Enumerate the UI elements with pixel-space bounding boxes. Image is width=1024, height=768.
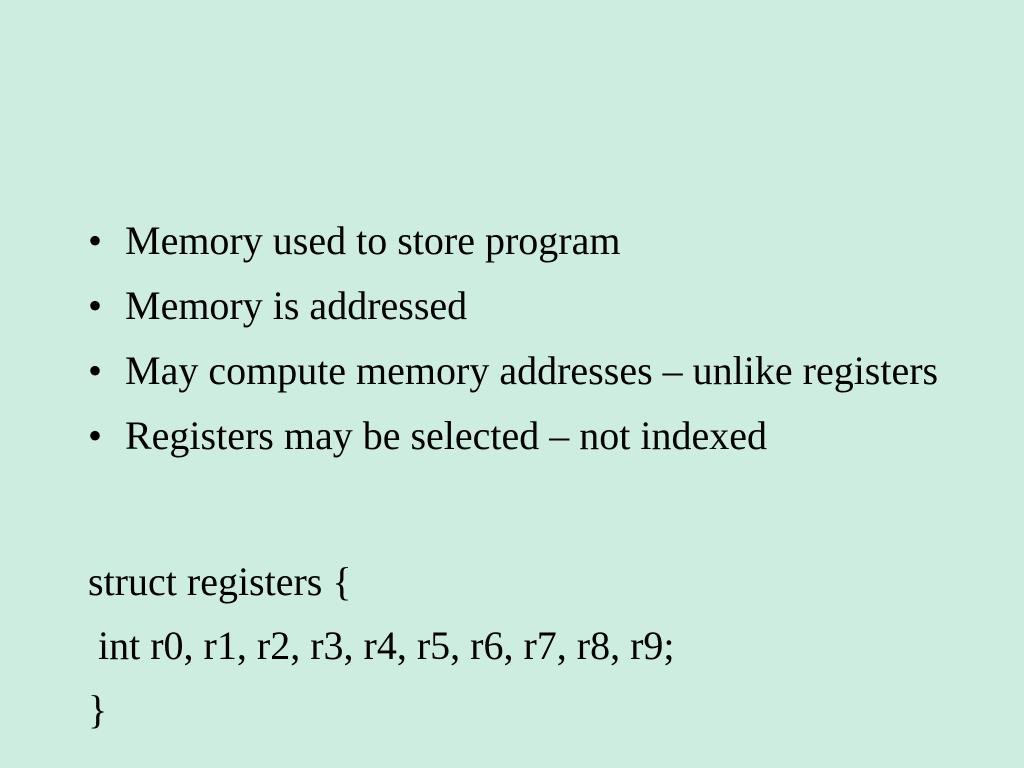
bullet-icon: •: [88, 348, 103, 393]
bullet-item: • Memory is addressed: [88, 279, 988, 333]
bullet-item: • Memory used to store program: [88, 214, 988, 268]
code-line-struct-open: struct registers {: [88, 559, 352, 604]
bullet-item: • May compute memory addresses – unlike …: [88, 344, 988, 398]
bullet-list: • Memory used to store program • Memory …: [88, 214, 988, 474]
bullet-text: Memory is addressed: [125, 283, 468, 328]
bullet-text: Memory used to store program: [125, 218, 621, 263]
bullet-text: Registers may be selected – not indexed: [125, 413, 768, 458]
bullet-icon: •: [88, 413, 103, 458]
code-line-struct-close: }: [88, 687, 108, 732]
code-line-int-registers: int r0, r1, r2, r3, r4, r5, r6, r7, r8, …: [88, 623, 675, 668]
bullet-item: • Registers may be selected – not indexe…: [88, 409, 988, 463]
bullet-icon: •: [88, 218, 103, 263]
bullet-icon: •: [88, 283, 103, 328]
bullet-text: May compute memory addresses – unlike re…: [125, 348, 939, 393]
code-block: struct registers { int r0, r1, r2, r3, r…: [88, 555, 988, 747]
